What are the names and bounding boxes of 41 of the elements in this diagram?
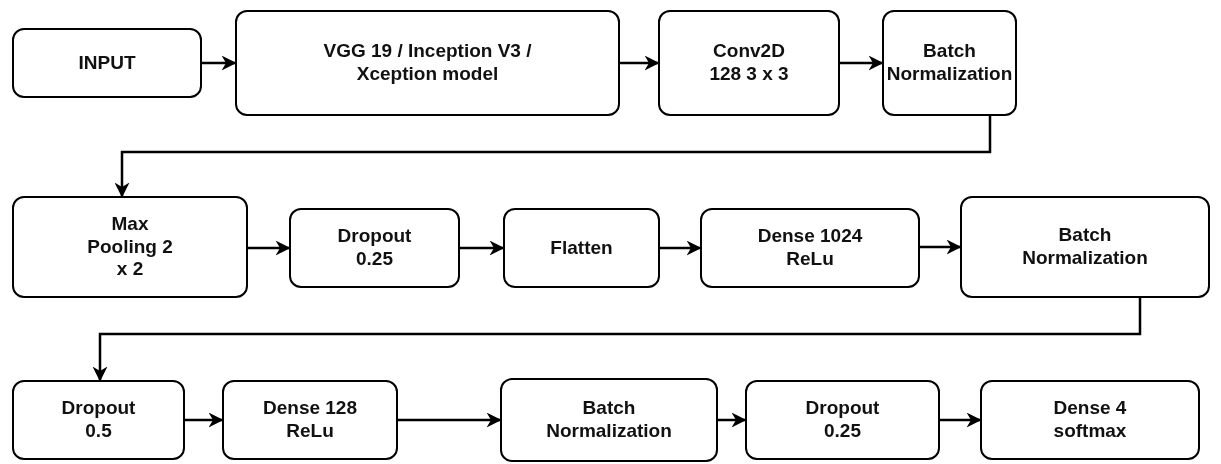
arrow [718,412,747,428]
process-box [12,196,248,298]
box-label: Batch Normalization [545,397,673,443]
arrow [248,240,291,256]
process-box [12,28,202,98]
process-box [222,380,398,460]
box-label: Flatten [549,236,614,260]
box-label: Dropout 0.25 [336,225,413,271]
arrow [92,298,1142,382]
process-box [235,10,620,116]
arrow [114,116,992,198]
process-box [745,380,940,460]
arrow [660,240,702,256]
box-label: VGG 19 / Inception V3 / Xception model [322,40,533,86]
process-box [980,380,1200,460]
box-label: Dropout 0.5 [60,397,137,443]
box-label: Max Pooling 2 x 2 [86,212,174,282]
arrow [460,240,505,256]
process-box [12,380,185,460]
arrow [620,55,660,71]
box-label: Batch Normalization [885,40,1014,86]
arrow [940,412,982,428]
process-box [500,378,718,462]
process-box [882,10,1017,116]
process-box [289,208,460,288]
arrow [840,55,884,71]
box-label: Conv2D 128 3 x 3 [709,40,789,86]
box-label: Dropout 0.25 [804,397,881,443]
process-box [658,10,840,116]
process-box [700,208,920,288]
box-label: Dense 128 ReLu [262,397,358,443]
arrow [920,239,962,255]
box-label: Dense 4 softmax [1052,397,1128,443]
process-box [960,196,1210,298]
box-label: Batch Normalization [1021,224,1149,270]
box-label: Dense 1024 ReLu [756,225,864,271]
arrow [202,55,237,71]
arrow [398,412,502,428]
process-box [503,208,660,288]
box-label: INPUT [77,51,137,75]
arrow [185,412,224,428]
